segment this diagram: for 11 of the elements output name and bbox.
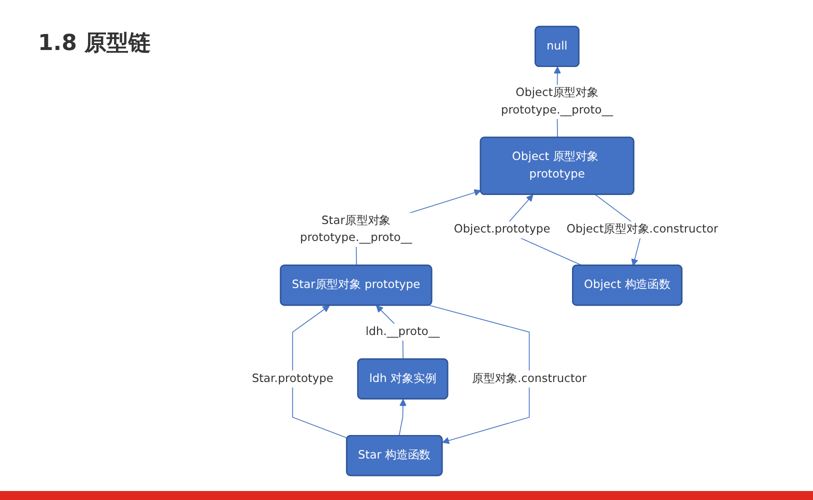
edge-label: 原型对象.constructor xyxy=(472,372,587,386)
edge-label: ldh.__proto__ xyxy=(366,325,440,338)
arrow xyxy=(292,305,348,439)
edge-label: Star原型对象prototype.__proto__ xyxy=(300,214,412,244)
slide-title: 1.8 原型链 xyxy=(38,30,151,58)
arrow xyxy=(428,304,530,444)
edge-label: Star.prototype xyxy=(252,372,334,386)
edge-label: Object原型对象.constructor xyxy=(566,222,718,236)
edge-label: Object.prototype xyxy=(454,222,550,236)
arrow xyxy=(398,398,407,436)
edge-label: Object原型对象prototype.__proto__ xyxy=(500,86,614,117)
